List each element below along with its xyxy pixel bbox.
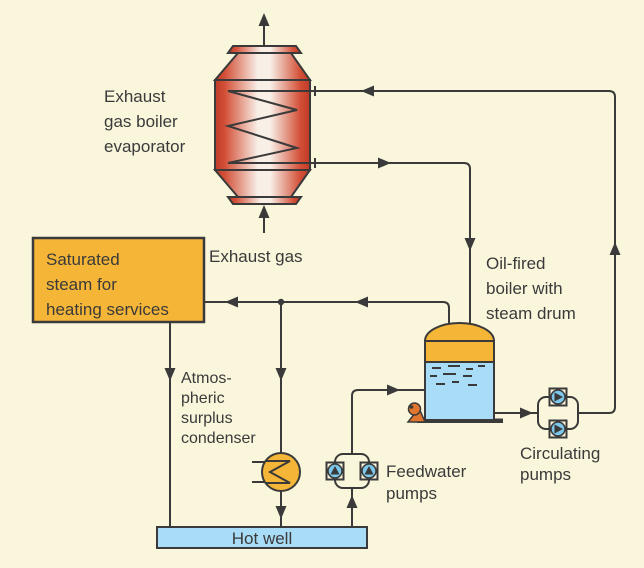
arrow-icon-to-drum-down	[464, 238, 476, 251]
arrow-icon-feed-right	[387, 384, 400, 396]
boiler-water	[424, 361, 495, 421]
arrow-icon-suction-up	[346, 495, 358, 508]
condenser-cooling-ticks	[252, 461, 266, 483]
evaporator-bottom-flange	[226, 196, 303, 205]
pipe-junction-dot	[277, 298, 285, 306]
burner-nozzle	[409, 405, 414, 409]
hot-well-label: Hot well	[231, 529, 293, 548]
arrow-icon-condenser-down	[275, 368, 287, 381]
arrow-icon-gas-out-up	[258, 13, 270, 26]
saturated-steam-box-label: Saturated steam for heating services	[46, 250, 169, 319]
pipe-steam-to-heating-services	[204, 301, 450, 330]
evaporator-top-flange	[226, 45, 303, 54]
pump-icon	[359, 461, 379, 481]
exhaust-gas-label: Exhaust gas	[209, 247, 303, 266]
arrow-icon-from-evaporator-right	[378, 157, 391, 169]
pump-icon	[325, 461, 345, 481]
arrow-icon-box-drain-down	[164, 368, 176, 381]
evaporator-top-shoulder	[212, 52, 312, 81]
circulating-pumps-group	[548, 387, 568, 439]
arrow-icon-to-hot-well-down	[275, 506, 287, 519]
boiler-steam-band	[424, 340, 495, 363]
arrow-icon-to-evaporator-left	[361, 85, 374, 97]
arrow-icon-steam-left-2	[225, 296, 238, 308]
burner-body	[407, 402, 422, 416]
arrow-icon-riser-up	[609, 242, 621, 255]
arrow-icon-gas-in-up	[258, 205, 270, 218]
feedwater-pumps-label: Feedwater pumps	[386, 462, 467, 503]
condenser-coil-icon	[266, 460, 291, 484]
oil-burner-icon	[406, 402, 427, 423]
pipe-feedwater-to-boiler	[351, 389, 424, 454]
saturated-steam-box	[31, 236, 206, 324]
evaporator-bottom-shoulder	[212, 169, 312, 198]
surplus-condenser-symbol	[252, 452, 301, 492]
boiler-steam-dome	[423, 322, 496, 342]
boiler-water-surface-marks	[430, 365, 485, 386]
flow-arrows	[164, 13, 621, 519]
oil-fired-boiler-label: Oil-fired boiler with steam drum	[486, 254, 576, 323]
arrow-icon-circ-right	[520, 407, 533, 419]
pump-icon	[548, 419, 568, 439]
condenser-shell	[261, 452, 301, 492]
hot-well-tank	[156, 526, 368, 549]
feedwater-pumps-group	[325, 461, 379, 481]
pump-icon	[548, 387, 568, 407]
exhaust-gas-evaporator-vessel	[212, 45, 316, 205]
evaporator-label: Exhaust gas boiler evaporator	[104, 87, 186, 156]
oil-fired-boiler-vessel	[406, 322, 503, 423]
evaporator-coil-icon	[224, 90, 316, 164]
arrow-icon-steam-left-1	[355, 296, 368, 308]
pipe-evaporator-to-steam-drum	[316, 162, 471, 330]
circulating-pumps-label: Circulating pumps	[520, 444, 601, 484]
surplus-condenser-label: Atmos- pheric surplus condenser	[181, 370, 256, 447]
